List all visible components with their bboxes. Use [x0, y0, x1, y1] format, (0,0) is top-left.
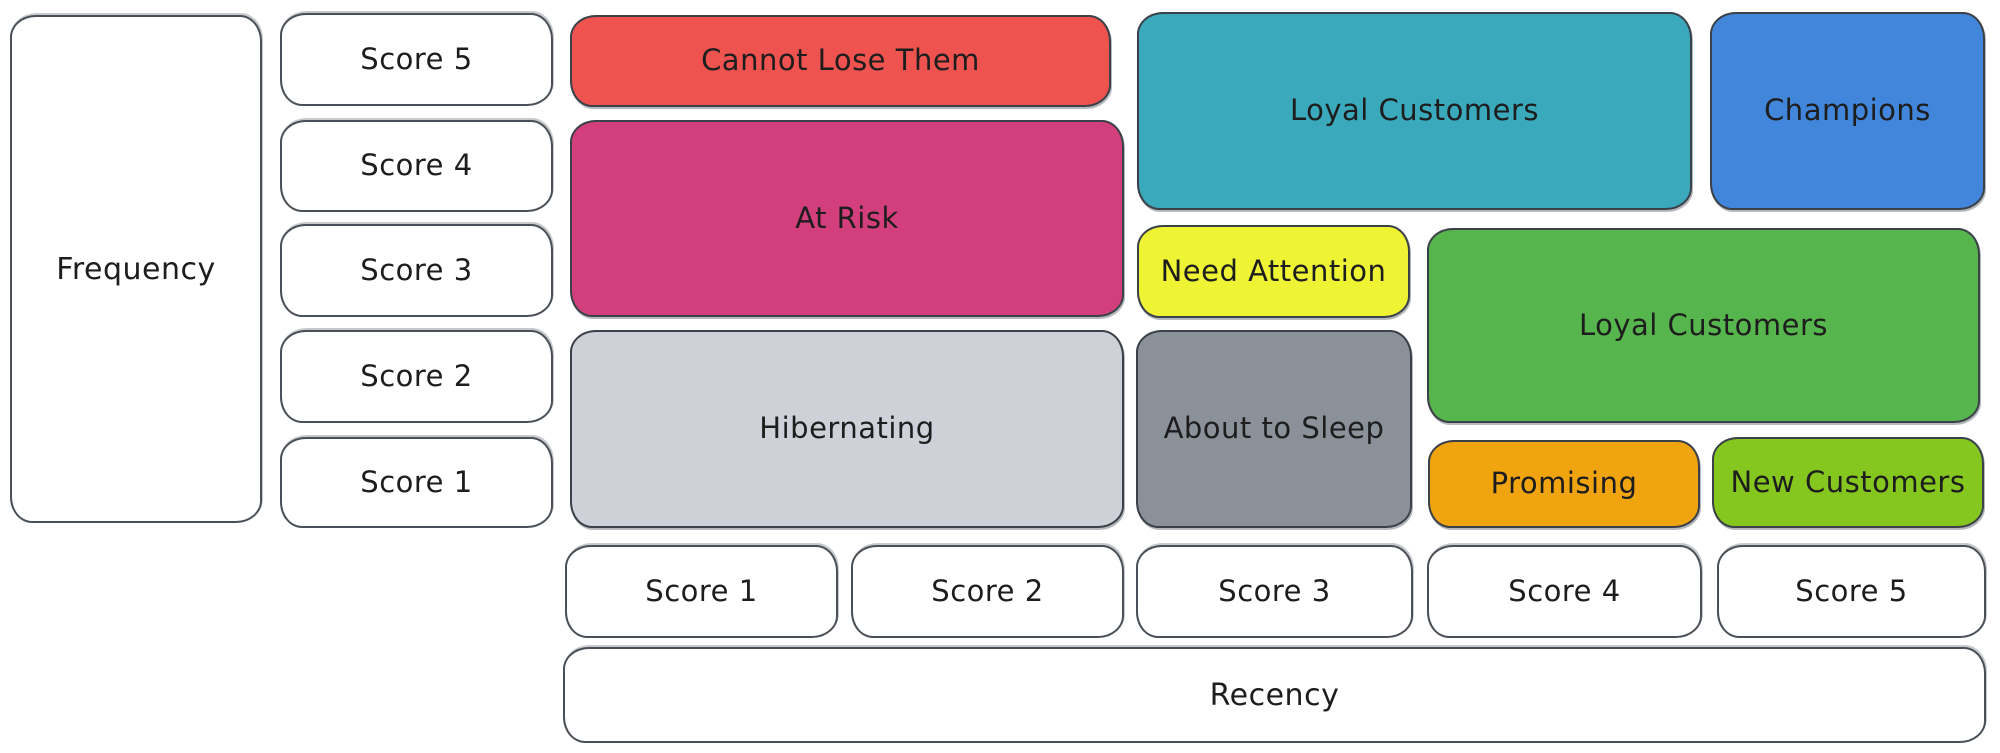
segment-promising: Promising [1428, 440, 1700, 528]
segment-loyal-customers-teal: Loyal Customers [1137, 12, 1692, 210]
segment-at-risk: At Risk [570, 120, 1124, 317]
segment-hibernating-label: Hibernating [759, 411, 935, 446]
frequency-score-5-label: Score 5 [360, 41, 473, 76]
segment-loyal-customers-teal-label: Loyal Customers [1289, 93, 1540, 128]
frequency-axis-label: Frequency [56, 251, 216, 287]
frequency-axis-box: Frequency [10, 15, 262, 523]
segment-about-to-sleep-label: About to Sleep [1163, 411, 1385, 446]
segment-champions-label: Champions [1764, 93, 1931, 128]
frequency-score-2-label: Score 2 [360, 358, 473, 393]
segment-loyal-customers-green: Loyal Customers [1427, 228, 1980, 423]
segment-promising-label: Promising [1490, 466, 1638, 501]
frequency-score-3-label: Score 3 [360, 252, 473, 287]
segment-need-attention-label: Need Attention [1160, 253, 1387, 288]
segment-loyal-customers-green-label: Loyal Customers [1578, 307, 1829, 342]
recency-axis-box: Recency [563, 647, 1986, 743]
recency-score-3-box: Score 3 [1136, 545, 1413, 638]
frequency-score-5-box: Score 5 [280, 13, 553, 106]
frequency-score-4-label: Score 4 [360, 148, 473, 183]
recency-score-5-box: Score 5 [1717, 545, 1986, 638]
recency-score-2-box: Score 2 [851, 545, 1124, 638]
recency-score-2-label: Score 2 [931, 573, 1044, 608]
frequency-score-3-box: Score 3 [280, 224, 553, 317]
segment-cannot-lose-them-label: Cannot Lose Them [701, 43, 980, 78]
recency-score-4-box: Score 4 [1427, 545, 1702, 638]
recency-score-5-label: Score 5 [1795, 573, 1908, 608]
segment-champions: Champions [1710, 12, 1985, 210]
segment-need-attention: Need Attention [1137, 225, 1410, 318]
frequency-score-1-label: Score 1 [360, 464, 473, 499]
segment-about-to-sleep: About to Sleep [1136, 330, 1412, 528]
segment-new-customers-label: New Customers [1730, 464, 1966, 499]
segment-new-customers: New Customers [1712, 437, 1984, 528]
segment-hibernating: Hibernating [570, 330, 1124, 528]
frequency-score-4-box: Score 4 [280, 120, 553, 212]
segment-at-risk-label: At Risk [795, 200, 899, 235]
frequency-score-1-box: Score 1 [280, 437, 553, 528]
recency-score-3-label: Score 3 [1218, 573, 1331, 608]
recency-score-4-label: Score 4 [1508, 573, 1621, 608]
recency-score-1-box: Score 1 [565, 545, 838, 638]
recency-axis-label: Recency [1209, 677, 1340, 713]
segment-cannot-lose-them: Cannot Lose Them [570, 15, 1111, 107]
recency-score-1-label: Score 1 [645, 573, 758, 608]
frequency-score-2-box: Score 2 [280, 330, 553, 423]
